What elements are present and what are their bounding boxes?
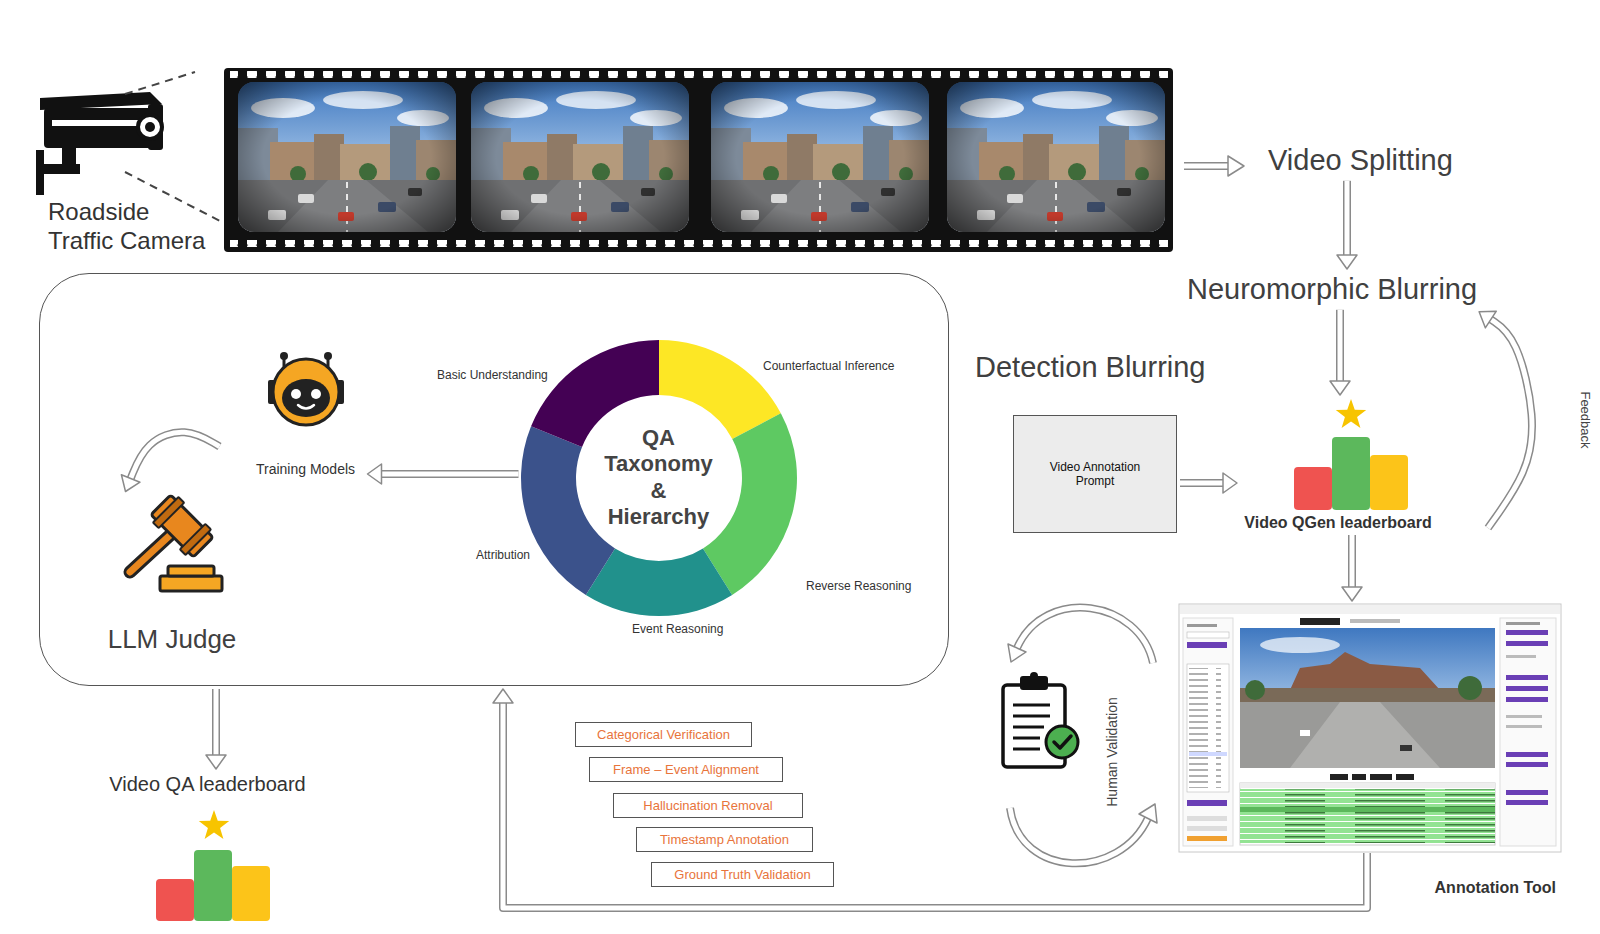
step-label: Video Splitting <box>1268 143 1453 178</box>
validation-cycle-arrows <box>1008 608 1157 864</box>
arrow-outline <box>1336 310 1344 382</box>
node-text: Video QGen leaderboard <box>1244 513 1431 532</box>
step-label: Neuromorphic Blurring <box>1187 272 1477 307</box>
qgen-podium-icon <box>1294 399 1408 510</box>
arrow-outline <box>1180 479 1224 487</box>
arrow-core <box>130 432 219 479</box>
arrow-core <box>1180 481 1224 486</box>
arrow-core <box>214 689 219 756</box>
annotation-label: Detection Blurring <box>975 350 1206 385</box>
annotation-label: Human Validation <box>1104 697 1121 806</box>
clipboard-icon <box>1003 672 1078 767</box>
check-box: Frame – Event Alignment <box>589 757 783 782</box>
arrow-core <box>1350 535 1355 588</box>
arrow-head <box>493 689 513 703</box>
judge-step: LLM Judge <box>100 498 245 656</box>
annotation-tool: Annotation Tool <box>1179 604 1561 852</box>
flow-arrow <box>1180 473 1237 493</box>
annotation-label: Basic Understanding <box>437 368 548 382</box>
arrow-head <box>1337 255 1357 269</box>
annotation-label: Roadside Traffic Camera <box>48 198 218 256</box>
arrow-core <box>381 472 519 477</box>
flow-arrow <box>1342 535 1362 601</box>
taxonomy-center: QA Taxonomy & Hierarchy <box>521 340 797 616</box>
gavel-icon <box>130 492 222 591</box>
prompt-box: Video Annotation Prompt <box>1013 415 1177 533</box>
annotation-tool-screenshot <box>1179 604 1561 852</box>
node-text: Video QA leaderboard <box>109 772 305 796</box>
check-box: Categorical Verification <box>575 722 752 747</box>
film-arrow <box>1184 156 1244 176</box>
training-step: Training Models <box>246 352 366 478</box>
check-box: Hallucination Removal <box>613 793 803 818</box>
flow-arrow <box>493 689 1367 908</box>
node-text: Neuromorphic Blurring <box>1187 272 1477 307</box>
annotation-label: Reverse Reasoning <box>806 579 911 593</box>
arrow-outline <box>381 470 519 478</box>
arrow-head <box>1223 473 1237 493</box>
arrow-head <box>121 475 140 492</box>
annotation-label: Counterfactual Inference <box>763 359 894 373</box>
qa-podium-icon <box>156 810 270 921</box>
flow-arrow <box>368 464 519 484</box>
arrow-head <box>1479 311 1496 328</box>
leaderboard: Video QGen leaderboard <box>1240 398 1436 532</box>
annotation-label: Event Reasoning <box>632 622 723 636</box>
arrow-core <box>503 702 1367 908</box>
leaderboard: Video QA leaderboard <box>100 772 315 922</box>
model-panel: Training Models QA Taxonomy & HierarchyLL… <box>39 273 949 686</box>
arrow-core <box>1345 181 1350 256</box>
arrow-outline <box>1343 181 1351 256</box>
check-box: Ground Truth Validation <box>651 862 834 887</box>
node-text: Categorical Verification <box>597 727 730 743</box>
node-text: Annotation Tool <box>1435 878 1556 897</box>
arrow-head <box>1342 587 1362 601</box>
flow-arrow <box>1479 311 1532 528</box>
node-text: Timestamp Annotation <box>660 832 789 848</box>
flow-arrow <box>1330 310 1350 395</box>
arrow-head <box>368 464 382 484</box>
arrow-outline <box>503 702 1367 908</box>
arrow-outline <box>1488 319 1532 528</box>
node-text: Frame – Event Alignment <box>613 762 759 778</box>
film-strip <box>224 68 1173 252</box>
flow-arrow <box>206 689 226 769</box>
node-text: Video Annotation Prompt <box>1045 460 1145 489</box>
node-text: Hallucination Removal <box>643 798 772 814</box>
arrow-core <box>1488 319 1532 528</box>
arrow-head <box>1330 381 1350 395</box>
node-text: Video Splitting <box>1268 143 1453 178</box>
arrow-head <box>206 755 226 769</box>
taxonomy-donut <box>521 340 797 616</box>
arrow-outline <box>1348 535 1356 588</box>
node-text: QA Taxonomy & Hierarchy <box>600 425 718 531</box>
arrow-outline <box>212 689 220 756</box>
arrow-outline <box>130 432 219 479</box>
node-text: Training Models <box>256 461 355 478</box>
annotation-label: Attribution <box>476 548 530 562</box>
node-text: Ground Truth Validation <box>674 867 810 883</box>
edge-label: Feedback <box>1577 391 1593 448</box>
flow-arrow <box>121 432 219 491</box>
robot-icon <box>268 352 344 425</box>
check-box: Timestamp Annotation <box>636 827 813 852</box>
flow-arrow <box>1337 181 1357 269</box>
arrow-core <box>1338 310 1343 382</box>
node-text: LLM Judge <box>108 624 237 655</box>
